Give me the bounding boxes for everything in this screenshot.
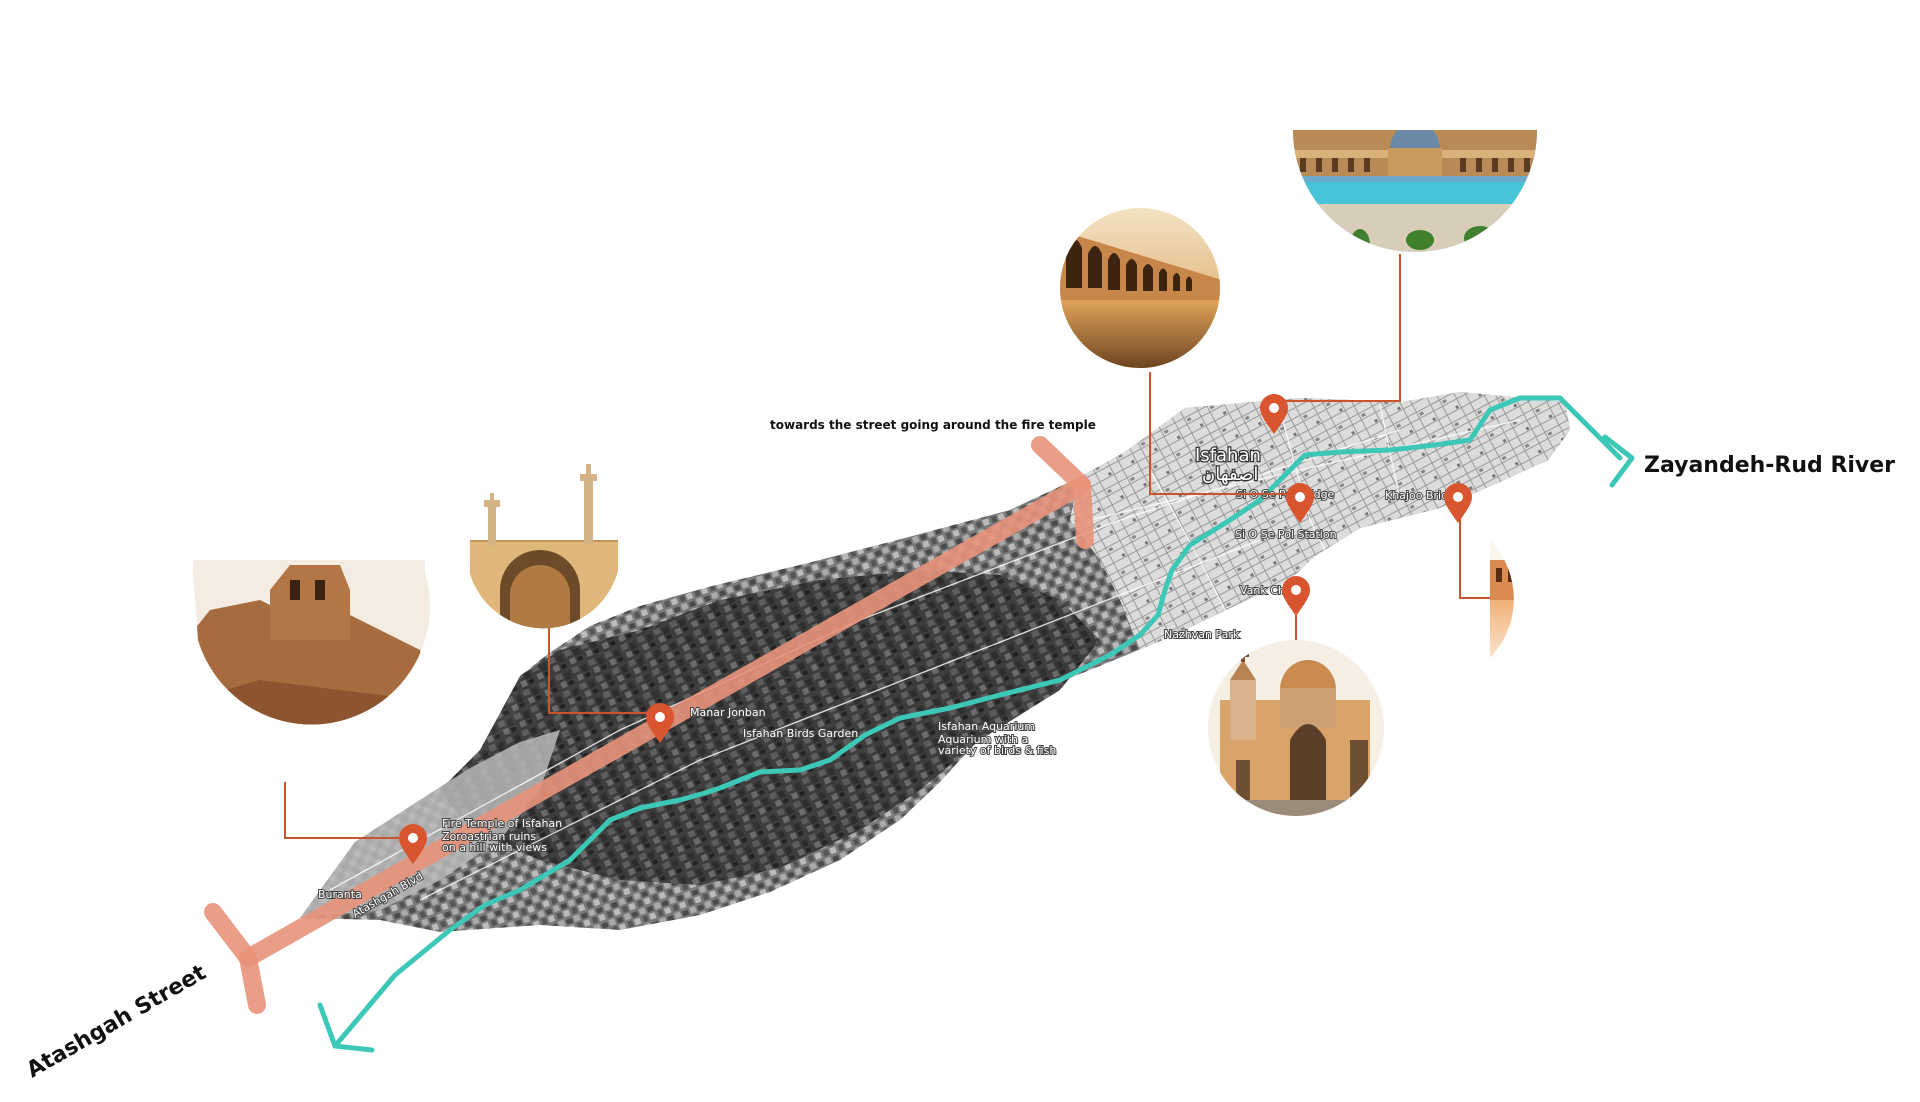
photo-manar-jonban	[467, 540, 620, 629]
map-label-fire-temple-desc2: on a hill with views	[442, 841, 547, 854]
map-label-khajoo-bridge: Khajoo Bridge	[1385, 489, 1462, 502]
photo-imam-square	[1293, 130, 1537, 252]
manar-jonban-minarets	[484, 464, 597, 545]
map-label-city: Isfahan	[1195, 445, 1261, 466]
map-label-aquarium-desc1: Aquarium with a	[938, 733, 1028, 746]
photo-vank-church	[1208, 640, 1384, 816]
map-label-si-o-se-pol-station: Si O Se Pol Station	[1235, 528, 1337, 541]
map-label-manar-jonban: Manar Jonban	[690, 706, 766, 719]
map-pin-icon[interactable]	[1282, 576, 1310, 616]
map-pin-icon[interactable]	[646, 703, 674, 743]
photo-si-o-se-pol	[1060, 208, 1220, 368]
map-pin-icon[interactable]	[399, 824, 427, 864]
map-dense-area	[440, 570, 1100, 885]
street-label: Atashgah Street	[23, 960, 211, 1083]
photo-fire-temple	[193, 560, 430, 725]
map-label-fire-temple: Fire Temple of Isfahan	[442, 817, 562, 830]
map-label-aquarium-desc2: variety of birds & fish	[938, 744, 1056, 757]
map-pins	[399, 394, 1472, 864]
direction-note-label: towards the street going around the fire…	[770, 418, 1096, 432]
map-label-city-fa: اصفهان	[1202, 464, 1258, 485]
map-city-area	[1070, 392, 1570, 650]
map-pin-icon[interactable]	[1286, 483, 1314, 523]
map-label-nazhvan-park: Nazhvan Park	[1164, 628, 1240, 641]
river-label: Zayandeh-Rud River	[1644, 453, 1895, 478]
map-label-restaurant: Buranta	[318, 888, 362, 901]
photo-khajoo	[1490, 540, 1514, 658]
map-label-aquarium: Isfahan Aquarium	[938, 720, 1035, 733]
map-label-birds-garden: Isfahan Birds Garden	[743, 727, 858, 740]
map-pin-icon[interactable]	[1444, 483, 1472, 523]
map-label-fire-temple-desc1: Zoroastrian ruins	[442, 830, 536, 843]
zayandeh-rud-river-line	[317, 395, 1635, 1053]
map-pin-icon[interactable]	[1260, 394, 1288, 434]
